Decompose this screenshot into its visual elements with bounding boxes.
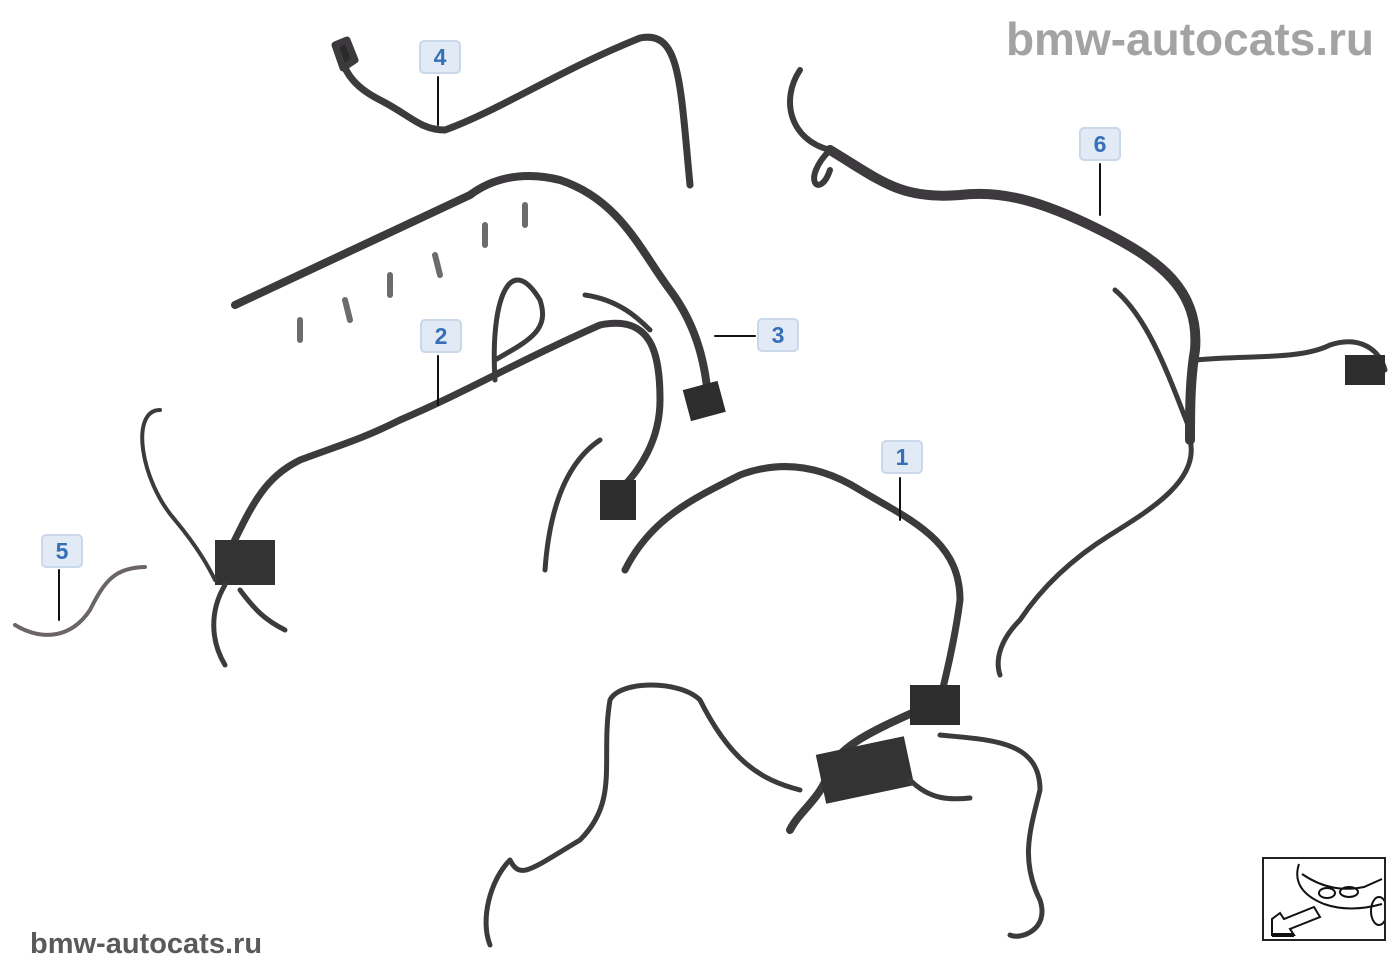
harness-2 bbox=[140, 277, 664, 668]
watermark-bottom: bmw-autocats.ru bbox=[30, 928, 263, 960]
callout-3[interactable]: 3 bbox=[757, 318, 799, 352]
callout-1[interactable]: 1 bbox=[881, 440, 923, 474]
front-view-arrow-icon bbox=[1262, 857, 1388, 941]
callout-4[interactable]: 4 bbox=[419, 40, 461, 74]
callout-6[interactable]: 6 bbox=[1079, 127, 1121, 161]
harness-1 bbox=[483, 463, 1045, 948]
leader-lines bbox=[58, 76, 1101, 621]
watermark-top: bmw-autocats.ru bbox=[1005, 13, 1374, 65]
harness-4 bbox=[331, 33, 694, 189]
harness-6 bbox=[787, 67, 1388, 678]
harness-3 bbox=[231, 171, 726, 422]
callout-5[interactable]: 5 bbox=[41, 534, 83, 568]
callout-2[interactable]: 2 bbox=[420, 319, 462, 353]
harness-5 bbox=[13, 565, 147, 637]
